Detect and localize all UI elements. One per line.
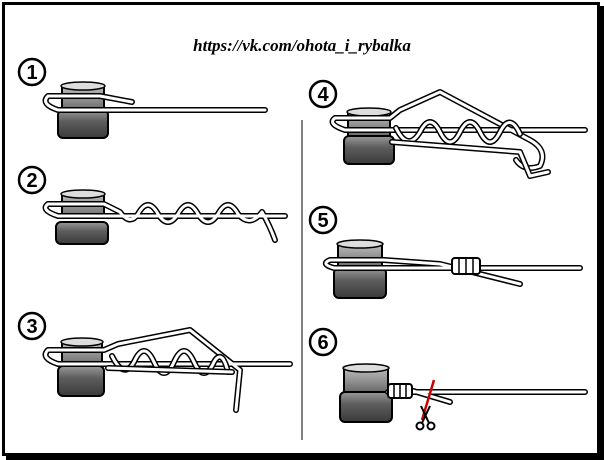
step-number: 2 [26, 170, 37, 192]
step-number-badge [17, 57, 47, 87]
step-number: 3 [26, 316, 37, 338]
source-url: https://vk.com/ohota_i_rybalka [193, 36, 411, 55]
fishing-line [329, 89, 588, 179]
fishing-line [385, 383, 588, 405]
step-number: 6 [317, 332, 328, 354]
step-5: 5 [308, 205, 583, 299]
step-number: 4 [317, 84, 329, 106]
step-6: 6 [308, 327, 588, 431]
fishing-line [42, 201, 288, 243]
step-1: 1 [17, 57, 268, 139]
fishing-line [322, 257, 583, 287]
step-2: 2 [17, 165, 288, 245]
step-number-badge [308, 79, 338, 109]
step-number-badge [17, 165, 47, 195]
reel-spool [333, 239, 387, 299]
reel-spool [339, 363, 393, 423]
fishing-line [42, 327, 293, 413]
step-number-badge [17, 311, 47, 341]
step-3: 3 [17, 311, 293, 413]
fishing-line [42, 93, 268, 113]
reel-spool [57, 337, 105, 397]
step-number: 1 [26, 62, 37, 84]
step-4: 4 [308, 79, 588, 179]
step-number: 5 [317, 210, 328, 232]
scissors-icon [415, 405, 436, 431]
step-number-badge [308, 205, 338, 235]
step-number-badge [308, 327, 338, 357]
